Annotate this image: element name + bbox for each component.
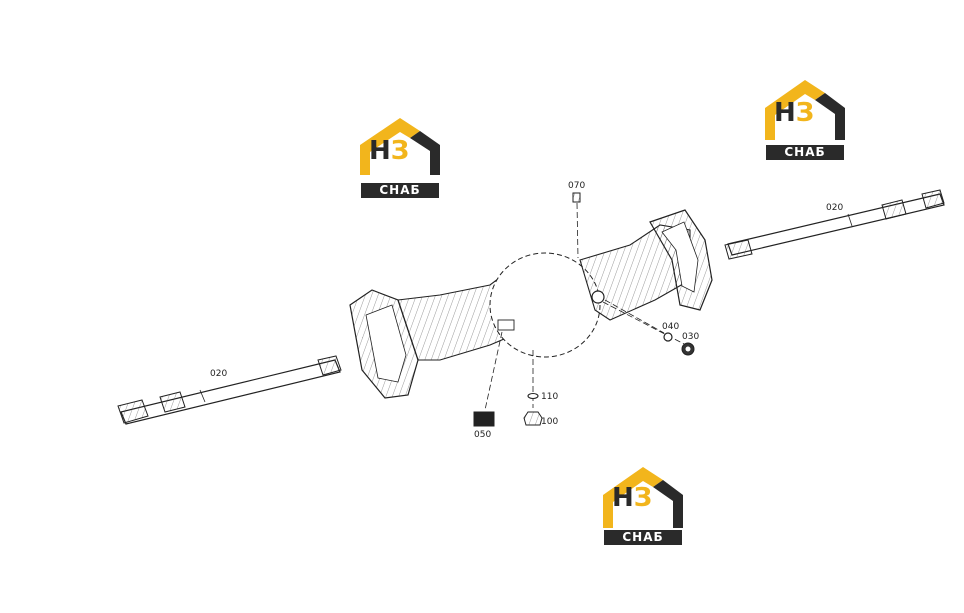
watermark-mark: HЗ — [612, 483, 653, 513]
part-040-seal-ring — [663, 332, 673, 342]
watermark-mark: HЗ — [369, 136, 410, 166]
watermark-logo-right — [765, 80, 845, 140]
label-040: 040 — [662, 322, 679, 332]
part-100-plug — [523, 411, 543, 426]
watermark-bottom: HЗ СНАБ — [602, 465, 684, 545]
watermark-logo-bottom — [603, 467, 683, 528]
watermark-logo-left — [360, 118, 440, 175]
watermark-text: СНАБ — [766, 145, 844, 160]
watermark-right: HЗ СНАБ — [764, 80, 846, 160]
left-axle-shaft — [117, 355, 342, 425]
part-050-plate — [473, 411, 495, 427]
part-110-washer — [527, 392, 539, 400]
part-030-nut — [681, 342, 695, 356]
label-050: 050 — [474, 430, 491, 440]
watermark-text: СНАБ — [361, 183, 439, 198]
label-100: 100 — [541, 417, 558, 427]
label-shaft-right: 020 — [826, 203, 843, 213]
label-070: 070 — [568, 181, 585, 191]
watermark-text: СНАБ — [604, 530, 682, 545]
watermark-mark: HЗ — [774, 98, 815, 128]
part-070-plug — [572, 192, 581, 203]
label-030: 030 — [682, 332, 699, 342]
label-110: 110 — [541, 392, 558, 402]
axle-housing — [349, 209, 713, 399]
label-shaft-left: 020 — [210, 369, 227, 379]
right-axle-shaft — [724, 189, 945, 260]
watermark-left: HЗ СНАБ — [359, 118, 441, 198]
